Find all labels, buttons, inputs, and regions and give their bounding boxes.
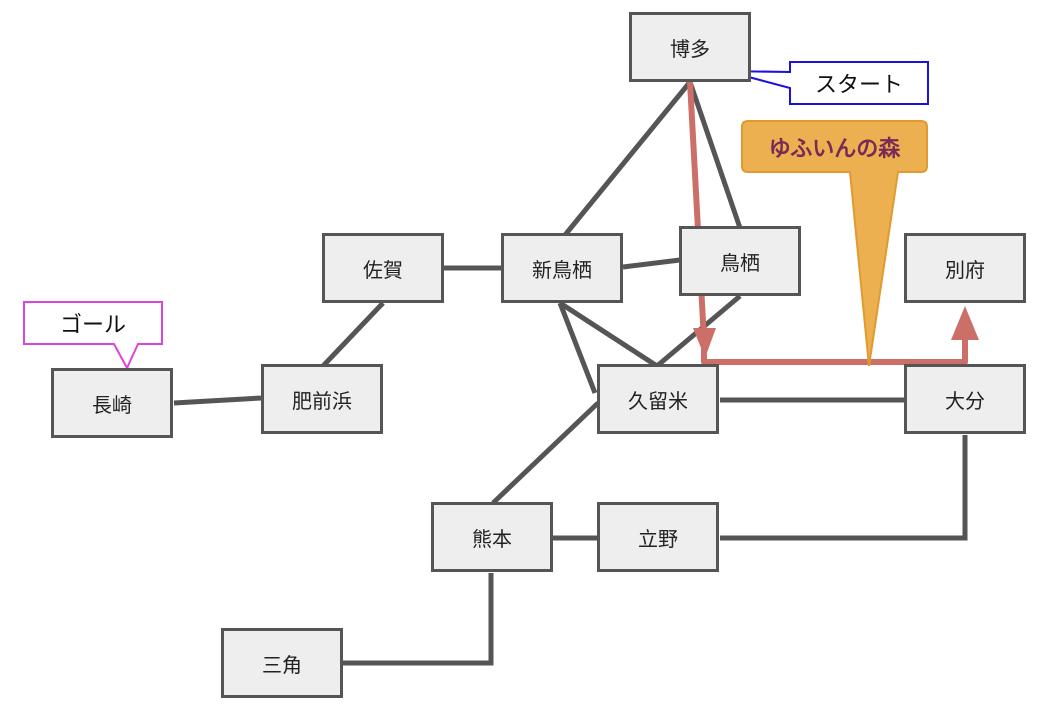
station-kurume-label: 久留米 (628, 388, 688, 413)
station-tosu: 鳥栖 (679, 226, 801, 296)
route-arrowhead-beppu (951, 306, 979, 340)
goal-callout-bubble (23, 301, 163, 371)
edge-saga-hizenhama (321, 301, 385, 368)
station-tosu-label: 鳥栖 (720, 250, 760, 275)
station-nagasaki-label: 長崎 (92, 392, 132, 417)
train-callout-label: ゆふいんの森 (768, 136, 901, 162)
start-callout-label: スタート (814, 73, 903, 98)
edge-kurume-kumamoto (491, 401, 600, 505)
train-callout-bubble (741, 120, 928, 367)
edge-tateno-oita (720, 435, 968, 541)
goal-callout-label: ゴール (59, 313, 126, 338)
edge-shintosu-kumamoto (557, 302, 598, 394)
station-saga-label: 佐賀 (363, 257, 403, 282)
edge-hakata-tosu (687, 81, 743, 229)
station-saga: 佐賀 (322, 233, 444, 303)
start-callout-bubble (725, 61, 929, 105)
station-shintosu: 新鳥栖 (501, 233, 623, 303)
station-kumamoto: 熊本 (431, 502, 553, 572)
station-oita-label: 大分 (945, 388, 985, 413)
station-tateno: 立野 (597, 502, 719, 572)
station-hizenhama-label: 肥前浜 (292, 388, 352, 413)
station-oita: 大分 (904, 364, 1026, 434)
edge-shintosu-kurume (558, 300, 659, 369)
station-misumi: 三角 (221, 628, 343, 698)
station-kumamoto-label: 熊本 (472, 526, 512, 551)
station-hizenhama: 肥前浜 (261, 364, 383, 434)
route-arrowhead-kurume (693, 328, 716, 358)
station-kurume: 久留米 (597, 364, 719, 434)
station-beppu: 別府 (904, 233, 1026, 303)
station-shintosu-label: 新鳥栖 (532, 257, 592, 282)
station-beppu-label: 別府 (945, 257, 985, 282)
edge-kumamoto-misumi (343, 573, 494, 666)
station-hakata-label: 博多 (670, 36, 710, 61)
edge-hakata-shintosu (563, 80, 692, 237)
station-hakata: 博多 (629, 12, 751, 82)
edge-shintosu-tosu (622, 257, 681, 270)
edge-nagasaki-hizenhama (173, 395, 262, 406)
station-misumi-label: 三角 (262, 652, 302, 677)
station-tateno-label: 立野 (638, 526, 678, 551)
station-nagasaki: 長崎 (51, 368, 173, 438)
